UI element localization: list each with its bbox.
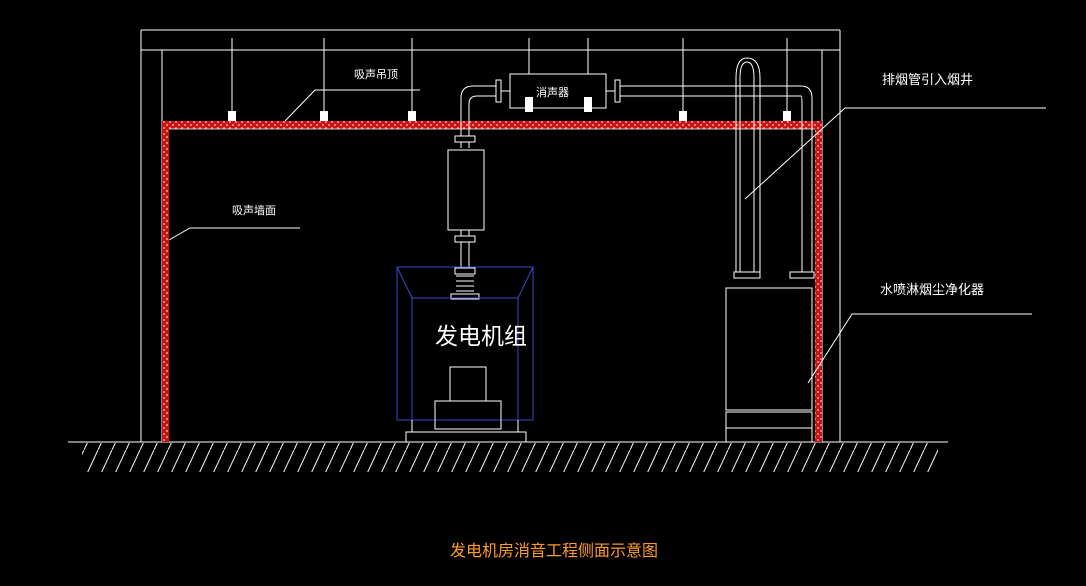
ground [68, 441, 948, 472]
genset-muffler [447, 135, 485, 300]
exhaust-pipe-system [460, 57, 813, 276]
label-silencer: 消声器 [536, 85, 569, 99]
silencer-clips [525, 97, 592, 112]
drawing-title: 发电机房消音工程侧面示意图 [450, 541, 658, 560]
hanger-clips [228, 111, 791, 123]
annotation-leaders [168, 89, 1046, 384]
acoustic-insulation [162, 121, 822, 442]
ceiling-hanger-rods [231, 38, 788, 112]
label-wall: 吸声墙面 [232, 203, 276, 217]
label-ceiling: 吸声吊顶 [354, 67, 398, 81]
label-genset: 发电机组 [435, 324, 527, 350]
genset-enclosure [396, 266, 534, 421]
label-exhaust: 排烟管引入烟井 [882, 73, 973, 88]
label-purifier: 水喷淋烟尘净化器 [880, 283, 984, 298]
water-spray-purifier [725, 271, 815, 443]
genset-base [405, 366, 527, 443]
